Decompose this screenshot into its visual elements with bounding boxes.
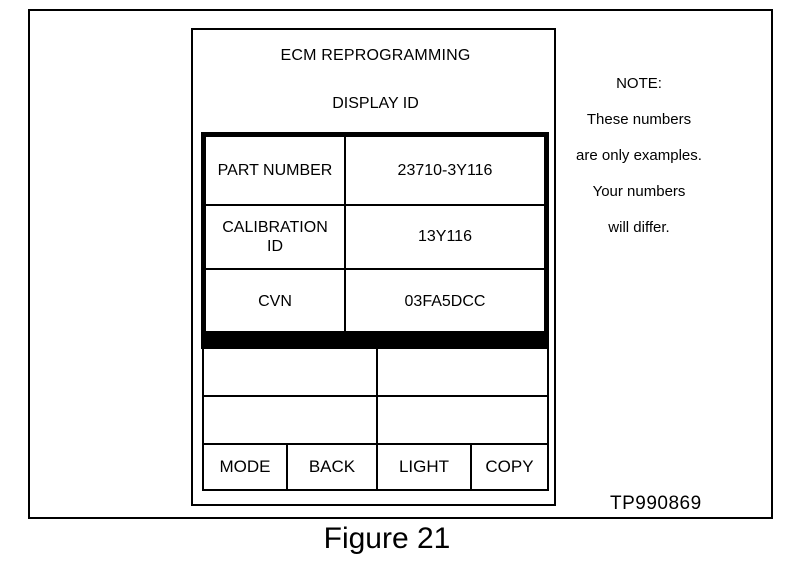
- figure-reference-id: TP990869: [610, 493, 702, 514]
- back-button[interactable]: BACK: [288, 445, 378, 489]
- screen-subtitle: DISPLAY ID: [332, 95, 419, 112]
- note-text: NOTE: These numbers are only examples. Y…: [560, 66, 718, 246]
- calibration-id-value: 13Y116: [418, 228, 472, 245]
- figure-caption: Figure 21: [323, 522, 451, 555]
- note-line: will differ.: [608, 219, 670, 236]
- soft-button-bar: MODE BACK LIGHT COPY: [202, 445, 549, 491]
- note-line: These numbers: [586, 111, 692, 128]
- mode-button[interactable]: MODE: [204, 445, 288, 489]
- consult-screen: ECM REPROGRAMMING DISPLAY ID: [191, 28, 556, 506]
- copy-button[interactable]: COPY: [485, 457, 534, 476]
- blank-cell: [378, 349, 547, 397]
- part-number-value: 23710-3Y116: [397, 161, 493, 179]
- table-row: PART NUMBER 23710-3Y116: [206, 137, 544, 206]
- display-id-table: PART NUMBER 23710-3Y116 CALIBRATION ID 1…: [201, 132, 549, 346]
- blank-cell: [204, 349, 378, 397]
- screen-title: ECM REPROGRAMMING: [280, 47, 471, 64]
- part-number-label: PART NUMBER: [217, 162, 333, 179]
- light-button[interactable]: LIGHT: [378, 445, 472, 489]
- blank-area-grid: [202, 349, 549, 445]
- table-row: CALIBRATION ID 13Y116: [206, 206, 544, 270]
- table-row: CVN 03FA5DCC: [206, 270, 544, 333]
- note-heading: NOTE:: [616, 75, 662, 92]
- blank-cell: [204, 397, 378, 445]
- cvn-value: 03FA5DCC: [404, 292, 486, 310]
- figure-frame: [28, 9, 773, 519]
- cvn-label: CVN: [258, 293, 292, 310]
- note-line: are only examples.: [576, 147, 702, 164]
- blank-cell: [378, 397, 547, 445]
- calibration-id-label: CALIBRATION ID: [222, 219, 328, 255]
- note-line: Your numbers: [592, 183, 686, 200]
- black-divider-band: [201, 331, 549, 349]
